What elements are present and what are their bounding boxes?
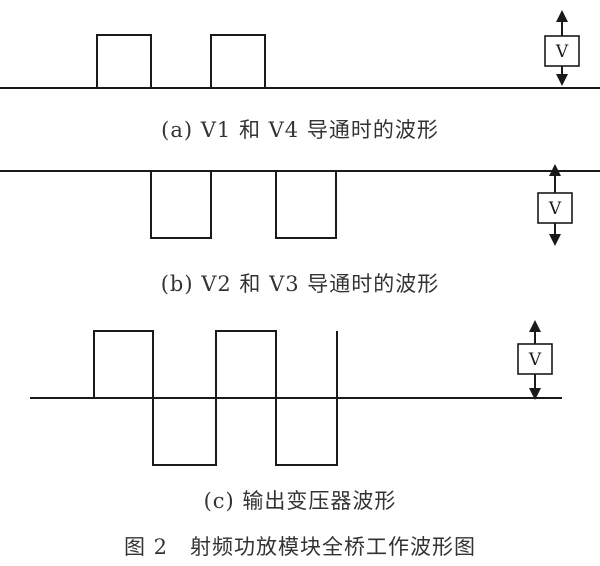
voltage-scale-label: V [528,350,542,370]
arrow-down-icon [529,388,541,400]
arrow-up-icon [529,320,541,332]
panel-a-waveform [96,34,152,88]
arrow-down-icon [549,234,561,246]
panel-b-waveform-pulse-2 [275,171,337,239]
voltage-scale-label: V [548,199,562,219]
panel-c-voltage-scale: V [517,320,553,400]
panel-b: V (b) V2 和 V3 导通时的波形 [0,164,600,296]
voltage-scale-box [544,35,580,67]
panel-c-waveform [93,330,338,466]
panel-c-caption: (c) 输出变压器波形 [204,489,397,513]
panel-a: V (a) V1 和 V4 导通时的波形 [0,10,600,142]
voltage-scale-label: V [555,42,569,62]
panel-b-voltage-scale: V [537,164,573,246]
panel-a-waveform-pulse-2 [210,34,266,88]
arrow-down-icon [556,74,568,86]
panel-c: V (c) 输出变压器波形 [30,320,562,513]
arrow-up-icon [556,10,568,22]
panel-a-caption: (a) V1 和 V4 导通时的波形 [161,118,439,142]
panel-a-voltage-scale: V [544,10,580,86]
voltage-scale-box [537,192,573,224]
arrow-up-icon [549,164,561,176]
panel-b-caption: (b) V2 和 V3 导通时的波形 [161,272,440,296]
panel-b-waveform [150,171,212,239]
figure-title: 图 2 射频功放模块全桥工作波形图 [124,535,476,559]
voltage-scale-box [517,343,553,375]
